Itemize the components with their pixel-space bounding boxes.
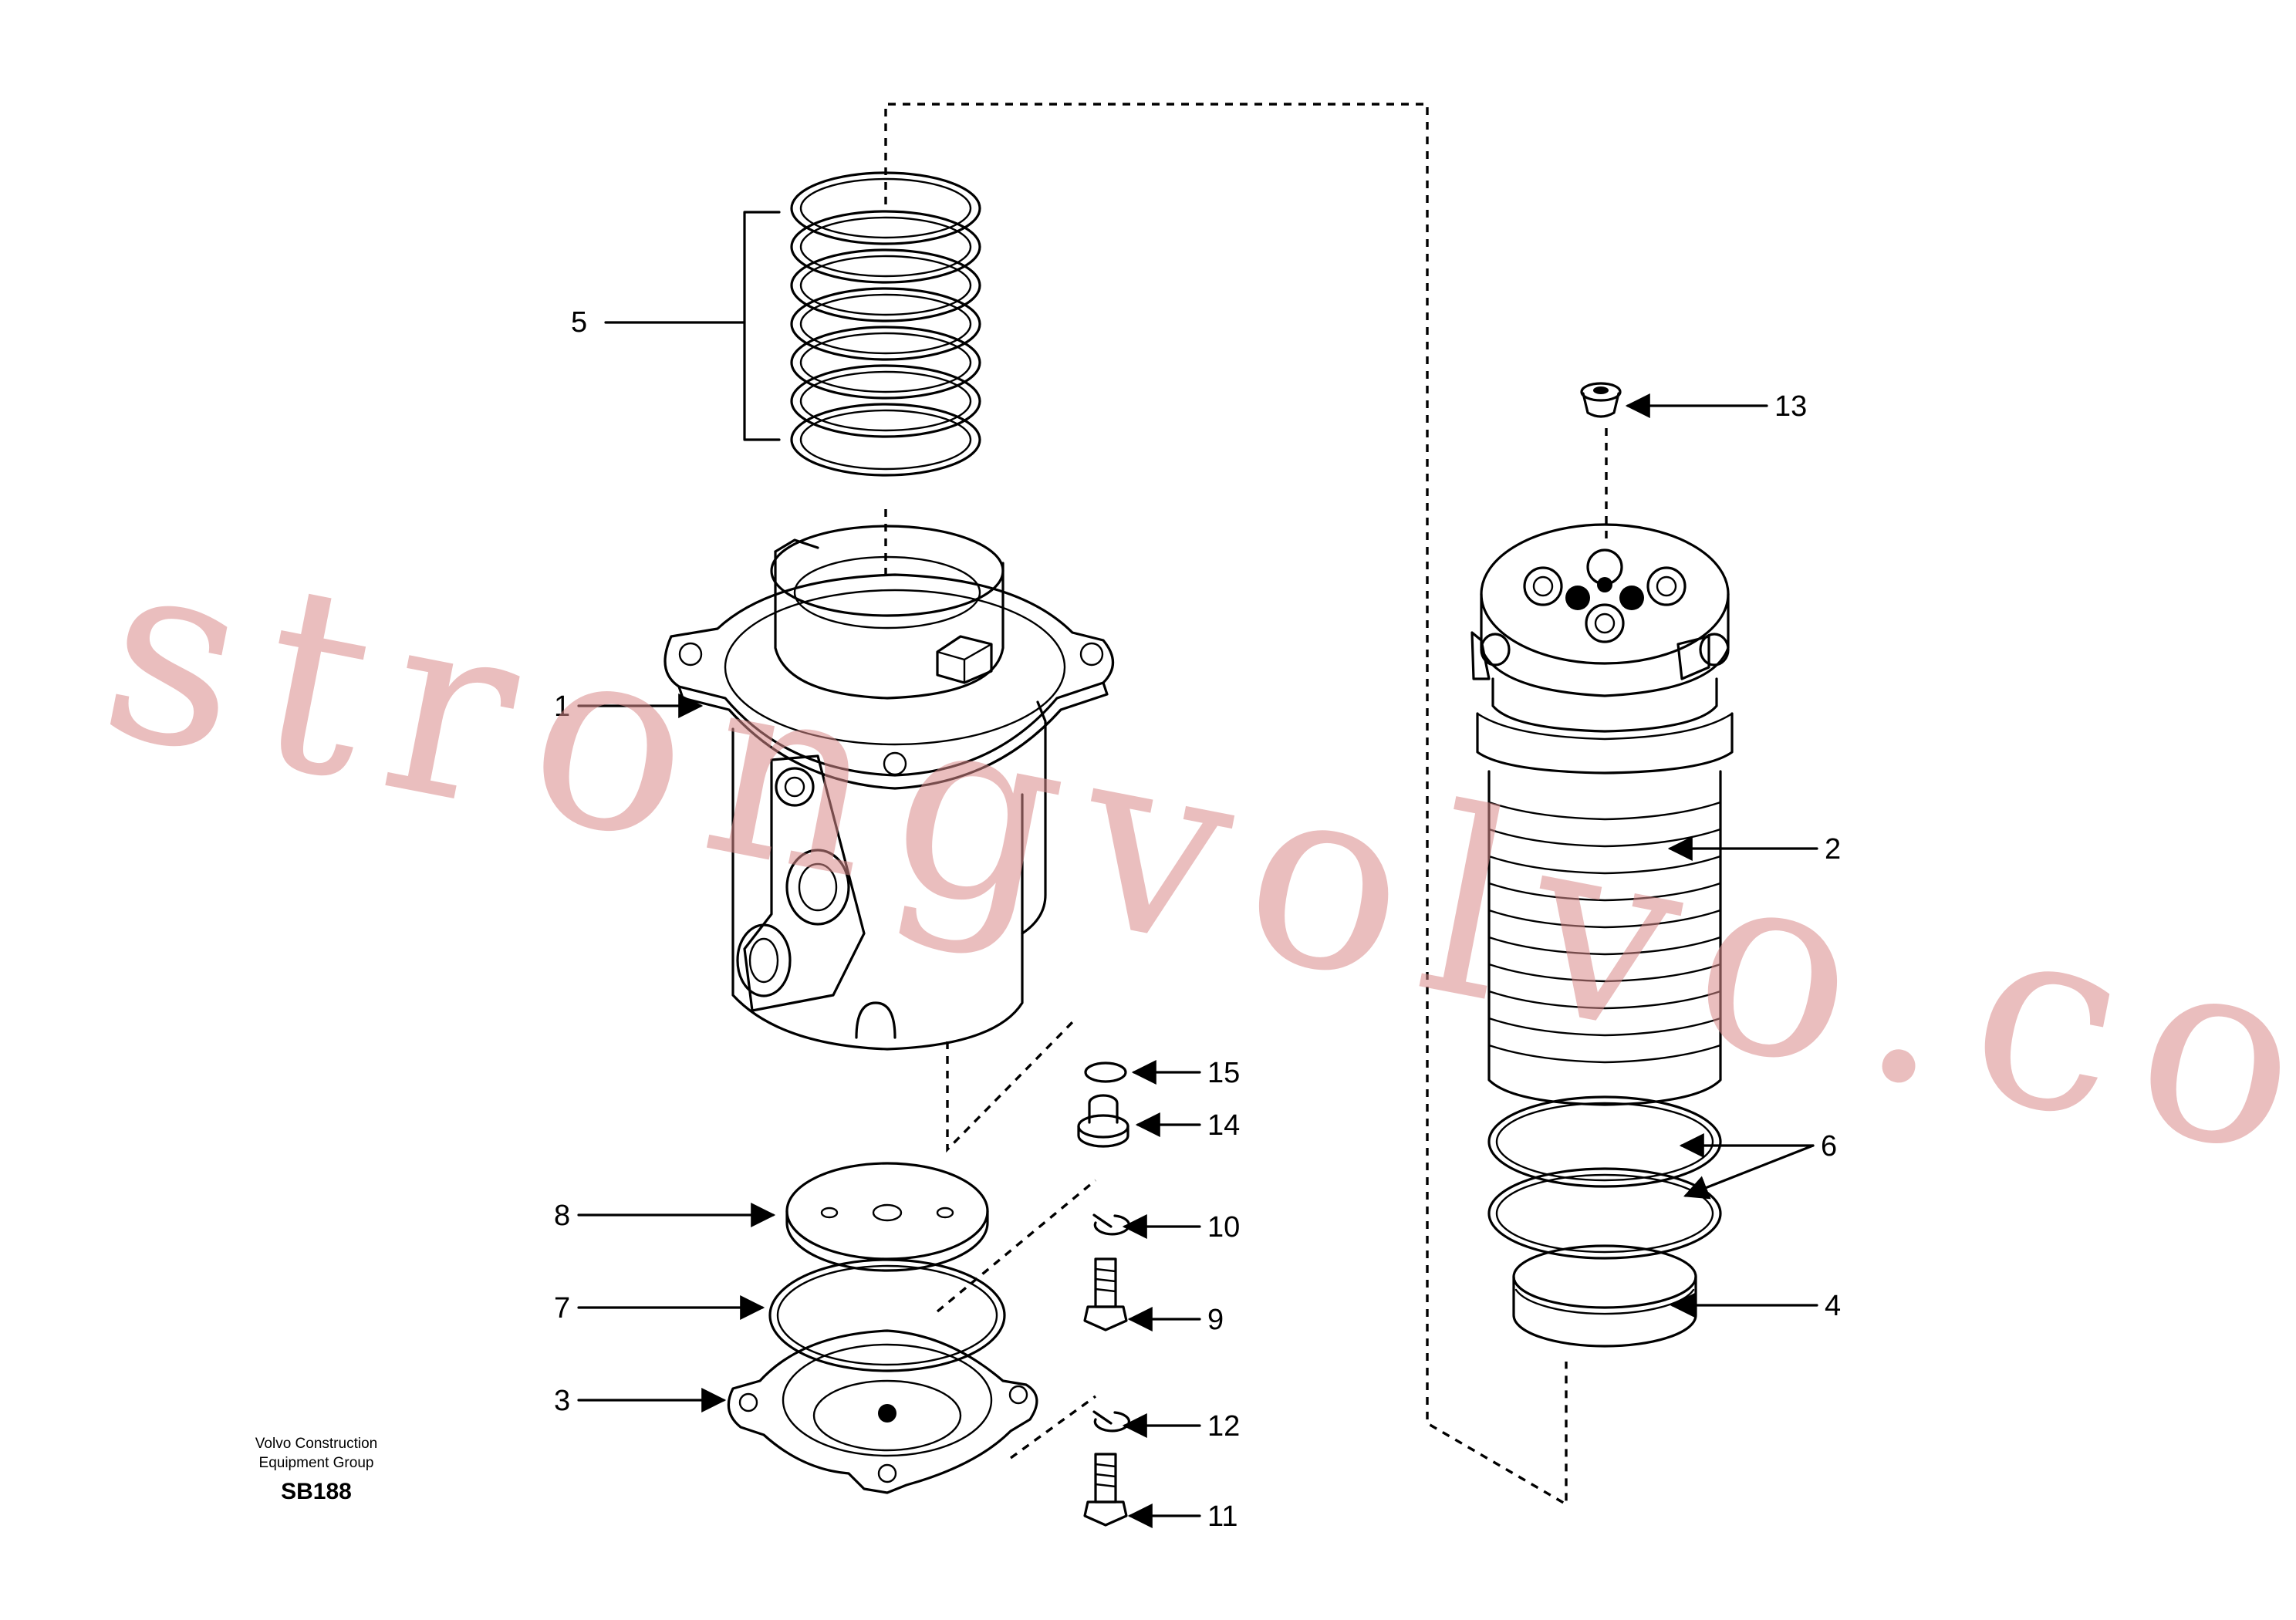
seal-ring-stack [743, 171, 981, 477]
spring-washer-upper [1092, 1213, 1130, 1236]
credit-block: Volvo Construction Equipment Group SB188 [255, 1436, 377, 1504]
callout-11: 11 [1207, 1500, 1237, 1533]
bushing-ring [1512, 1244, 1697, 1348]
cap [1580, 382, 1622, 418]
callout-7: 7 [554, 1292, 570, 1325]
callout-2: 2 [1825, 833, 1841, 866]
callout-4: 4 [1825, 1290, 1841, 1322]
credit-line-2: Equipment Group [259, 1455, 374, 1471]
callout-15: 15 [1207, 1057, 1240, 1089]
swivel-spindle [1470, 523, 1734, 1106]
callout-1: 1 [554, 690, 570, 723]
swivel-housing [663, 525, 1114, 1051]
callout-6: 6 [1821, 1130, 1837, 1163]
bottom-cover [727, 1329, 1038, 1494]
callout-14: 14 [1207, 1109, 1240, 1142]
o-ring-small [1084, 1061, 1127, 1083]
watermark: strongvolvo.com [83, 497, 2296, 1268]
bolt-lower [1083, 1453, 1128, 1527]
drawing-code: SB188 [281, 1479, 352, 1504]
spindle-o-rings [1487, 1095, 1722, 1260]
disc-plate [785, 1162, 989, 1272]
plug [1077, 1094, 1129, 1148]
callout-8: 8 [554, 1200, 570, 1232]
leader-lines [577, 321, 1818, 1528]
assembly-guide-lines [884, 103, 1608, 1507]
o-ring [768, 1258, 1006, 1372]
callout-12: 12 [1207, 1410, 1240, 1443]
callout-labels: 1 2 3 4 5 6 7 8 9 10 11 12 13 14 15 [554, 306, 1841, 1533]
callout-5: 5 [571, 306, 587, 339]
spring-washer-lower [1092, 1410, 1130, 1433]
callout-3: 3 [554, 1385, 570, 1417]
callout-13: 13 [1774, 390, 1807, 423]
bolt-upper [1083, 1257, 1128, 1331]
callout-10: 10 [1207, 1211, 1240, 1244]
credit-line-1: Volvo Construction [255, 1436, 377, 1452]
callout-9: 9 [1207, 1304, 1224, 1336]
